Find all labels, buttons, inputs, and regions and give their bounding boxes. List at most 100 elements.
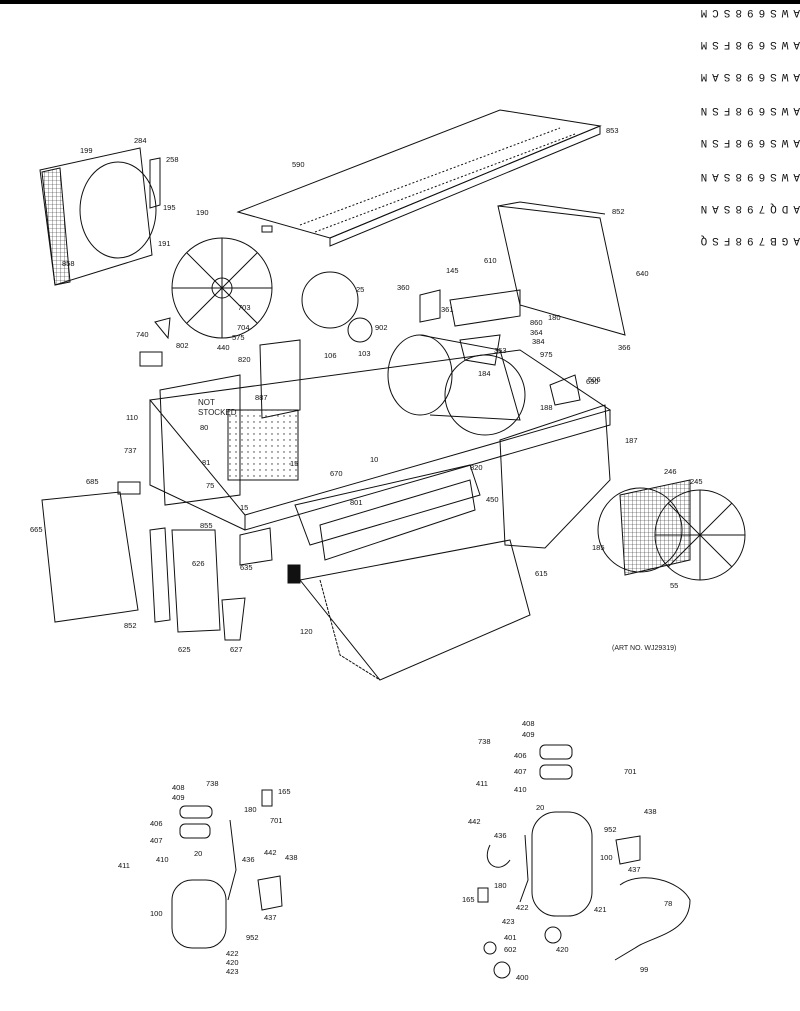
callout: 665 <box>30 525 43 534</box>
callout: 437 <box>264 913 277 922</box>
callout: 423 <box>226 967 239 976</box>
callout: 701 <box>270 816 283 825</box>
callout: 575 <box>232 333 245 342</box>
top-cover-part <box>236 109 602 247</box>
callout: 952 <box>246 933 259 942</box>
callout: 100 <box>600 853 613 862</box>
side-panel-right <box>497 201 626 336</box>
callout: 400 <box>516 973 529 982</box>
callout: 438 <box>285 853 298 862</box>
callout: 701 <box>624 767 637 776</box>
callout: 184 <box>478 369 491 378</box>
callout: 626 <box>192 559 205 568</box>
callout: 384 <box>532 337 545 346</box>
callout: 801 <box>350 498 363 507</box>
compressor-left <box>171 789 283 949</box>
callout: 55 <box>670 581 678 590</box>
callout: 185 <box>592 543 605 552</box>
callout: 802 <box>176 341 189 350</box>
small-hardware <box>117 289 581 584</box>
callout: 366 <box>618 343 631 352</box>
callout: 15 <box>240 503 248 512</box>
front-panel <box>299 539 531 681</box>
callout: 411 <box>118 861 130 870</box>
callout: 409 <box>522 730 535 739</box>
callout: 401 <box>504 933 517 942</box>
callout: 165 <box>278 787 291 796</box>
callout: 740 <box>136 330 149 339</box>
callout: 855 <box>200 521 213 530</box>
callout: 423 <box>502 917 515 926</box>
callout: 10 <box>370 455 378 464</box>
callout: 165 <box>462 895 475 904</box>
not-stocked-note: NOT STOCKED <box>198 398 237 418</box>
callout: 180 <box>244 805 257 814</box>
callout: 180 <box>494 881 507 890</box>
callout-labels: 853 590 284 199 258 195 858 190 191 852 … <box>30 126 703 654</box>
callout: 635 <box>240 563 253 572</box>
callout: 408 <box>172 783 185 792</box>
callout: 952 <box>604 825 617 834</box>
callout: 78 <box>664 899 672 908</box>
callout: 820 <box>470 463 483 472</box>
callout: 246 <box>664 467 677 476</box>
callout: 15 <box>290 459 298 468</box>
callout: 436 <box>242 855 255 864</box>
callout: 858 <box>62 259 75 268</box>
callout: 20 <box>536 803 544 812</box>
callout: 190 <box>196 208 209 217</box>
callout: 408 <box>522 719 535 728</box>
compressor-left-labels: 408 409 738 165 406 407 180 442 701 410 … <box>118 779 298 976</box>
callout: 853 <box>606 126 619 135</box>
callout: 364 <box>530 328 543 337</box>
callout: 110 <box>126 413 138 422</box>
callout: 670 <box>330 469 343 478</box>
callout: 187 <box>625 436 638 445</box>
control-assembly <box>159 339 301 506</box>
art-number: (ART NO. WJ29319) <box>612 645 677 652</box>
callout: 685 <box>86 477 99 486</box>
callout: 442 <box>264 848 277 857</box>
callout: 410 <box>514 785 527 794</box>
callout: 860 <box>530 318 543 327</box>
callout: 738 <box>478 737 491 746</box>
callout: 25 <box>356 285 364 294</box>
callout: 437 <box>628 865 641 874</box>
callout: 737 <box>124 446 137 455</box>
callout: 245 <box>690 477 703 486</box>
callout: 103 <box>358 349 371 358</box>
callout: 407 <box>150 836 163 845</box>
callout: 421 <box>594 905 607 914</box>
callout: 199 <box>80 146 93 155</box>
callout: 420 <box>226 958 239 967</box>
blower-wheel <box>171 237 273 339</box>
callout: 887 <box>255 393 268 402</box>
callout: 440 <box>217 343 230 352</box>
callout: 406 <box>514 751 527 760</box>
callout: 188 <box>540 403 553 412</box>
callout: 704 <box>237 323 250 332</box>
callout: 180 <box>548 313 561 322</box>
callout: 820 <box>238 355 251 364</box>
callout: 610 <box>484 256 497 265</box>
callout: 406 <box>150 819 163 828</box>
callout: 902 <box>375 323 388 332</box>
callout: 99 <box>640 965 648 974</box>
note-line: NOT <box>198 398 215 407</box>
compressor-right-labels: 408 409 738 406 407 410 411 20 442 436 7… <box>462 719 672 982</box>
callout: 438 <box>644 807 657 816</box>
callout: 442 <box>468 817 481 826</box>
callout: 360 <box>397 283 410 292</box>
callout: 436 <box>494 831 507 840</box>
callout: 120 <box>300 627 313 636</box>
condenser-side-panel <box>499 404 611 549</box>
callout: 738 <box>206 779 219 788</box>
callout: 258 <box>166 155 179 164</box>
callout: 625 <box>178 645 191 654</box>
callout: 630 <box>586 377 599 386</box>
callout: 191 <box>158 239 171 248</box>
callout: 145 <box>446 266 459 275</box>
top-border <box>0 0 800 4</box>
callout: 640 <box>636 269 649 278</box>
